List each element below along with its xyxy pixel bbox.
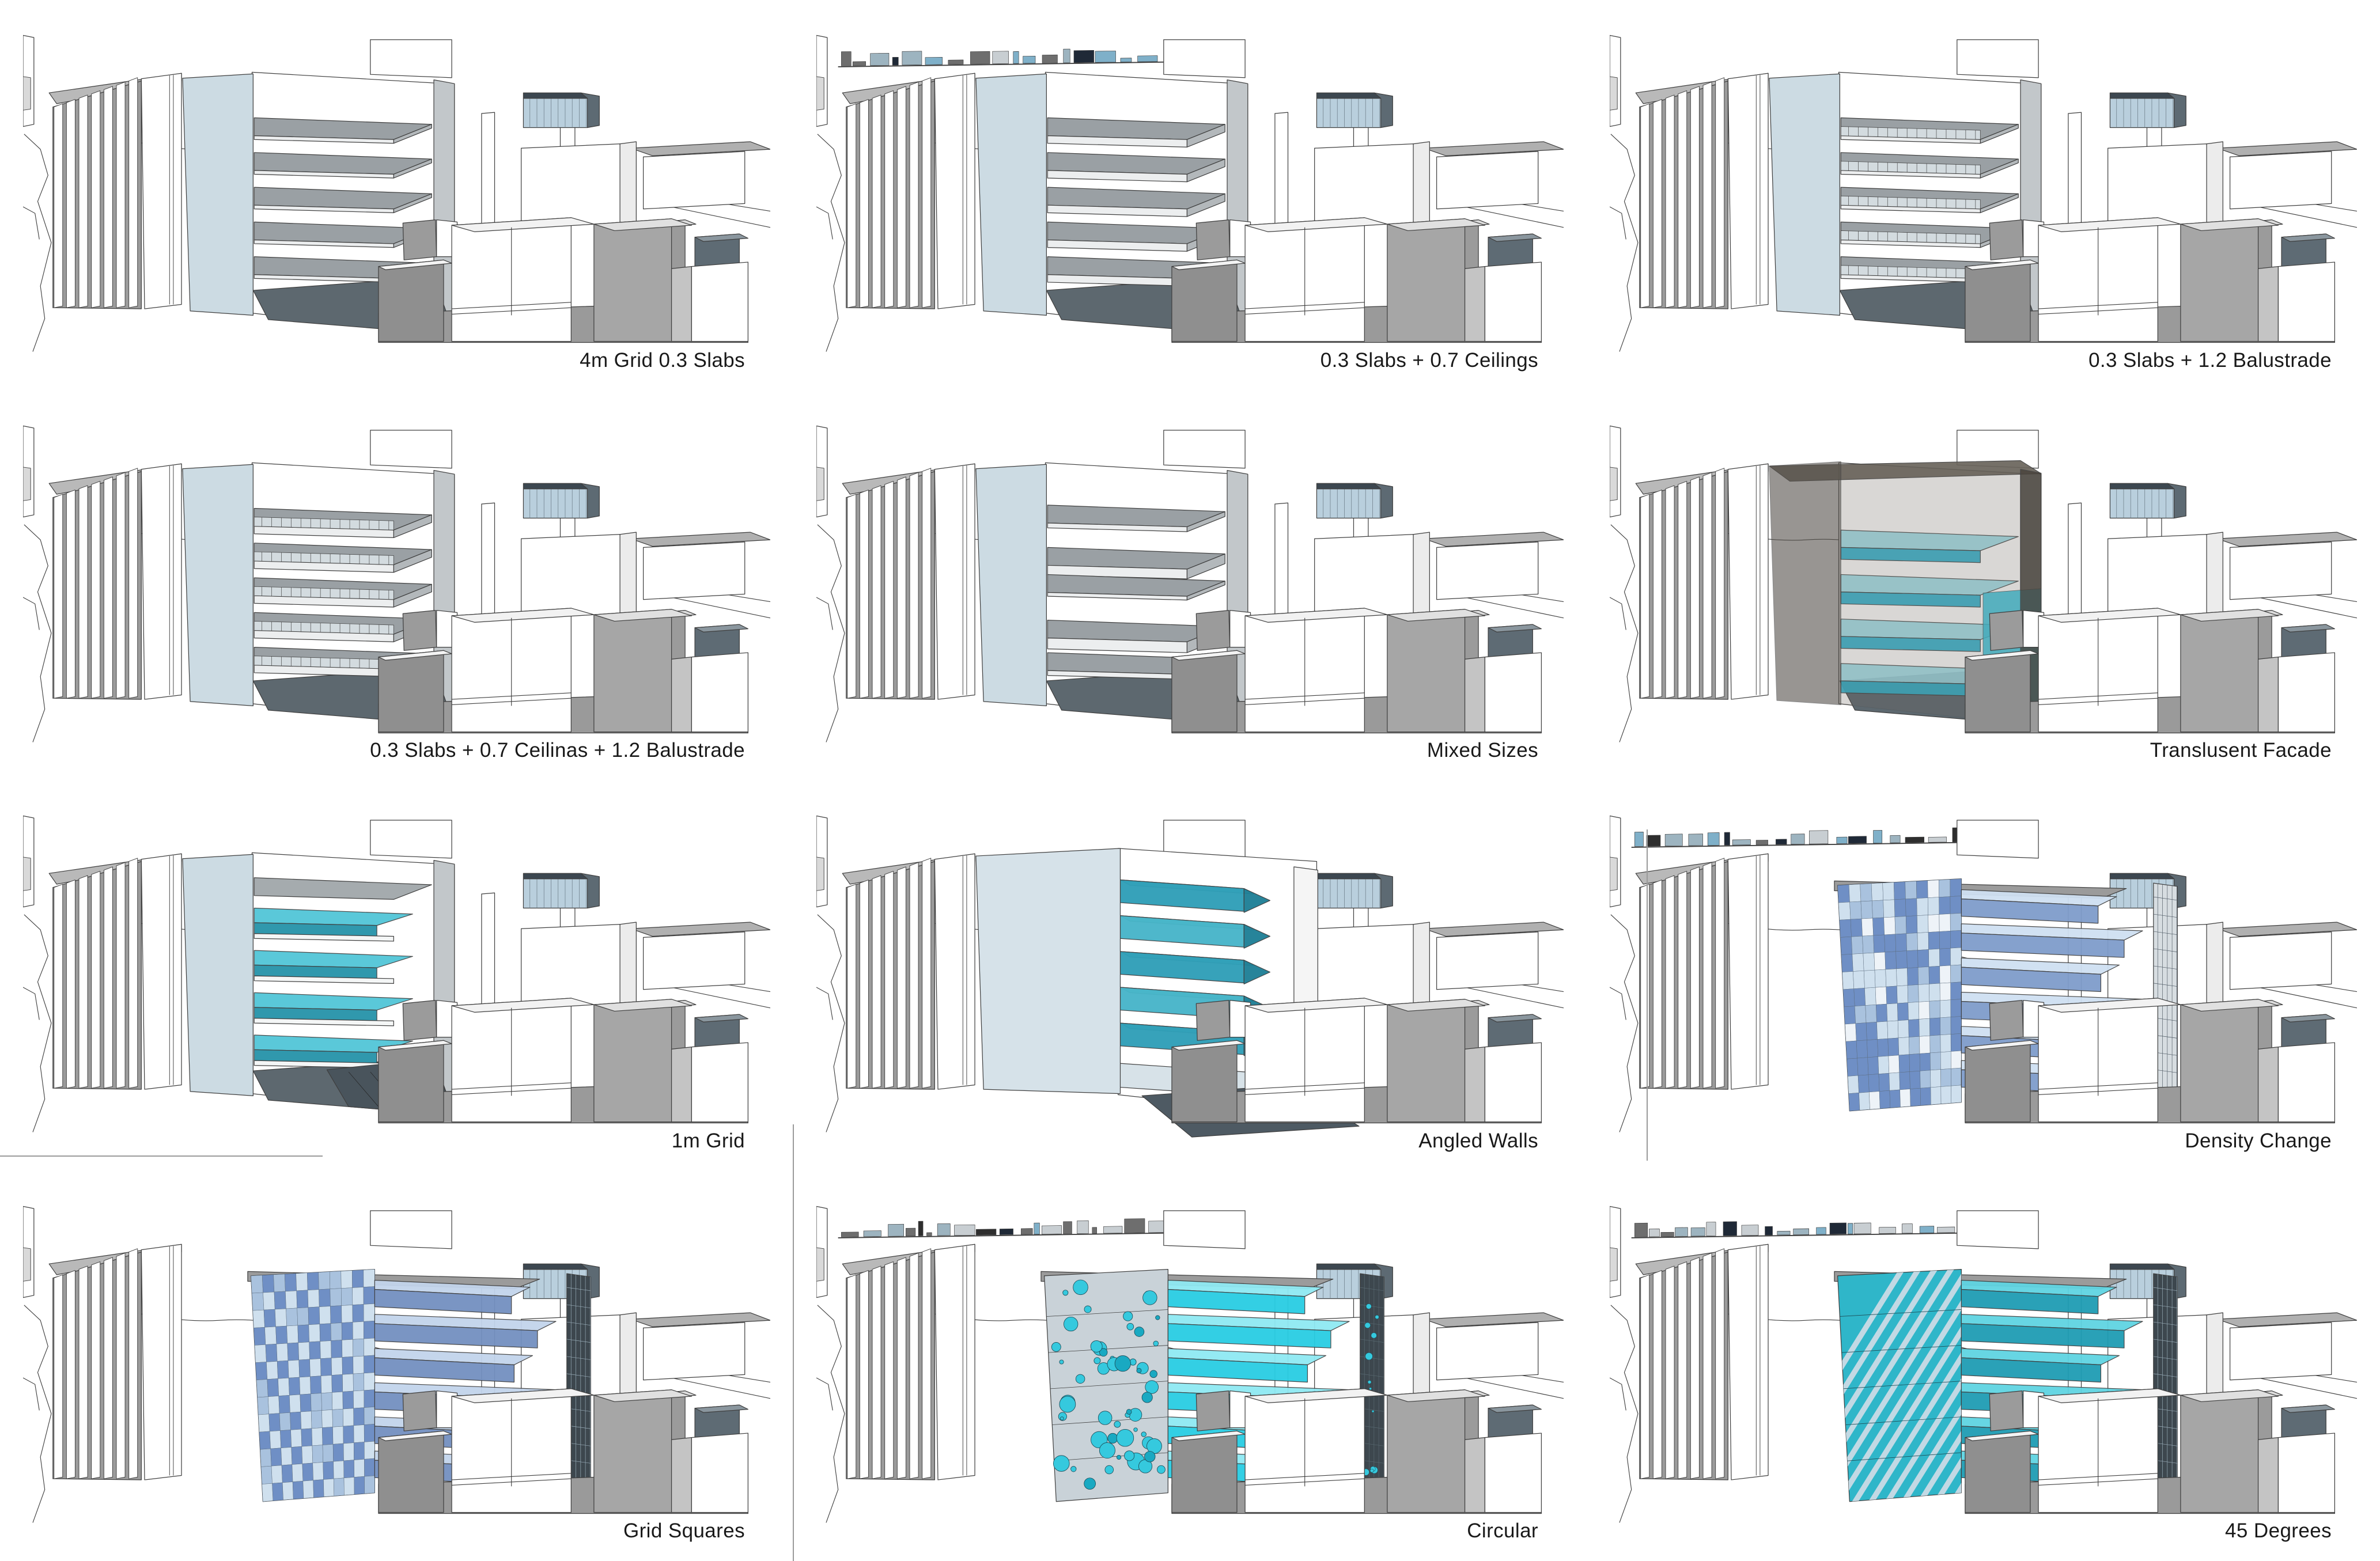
panel-divider-horizontal: [0, 1155, 323, 1157]
panel-caption: 0.3 Slabs + 0.7 Ceilings: [1320, 348, 1538, 372]
panel-caption: Grid Squares: [623, 1520, 745, 1543]
panel-circular: Circular: [816, 1180, 1564, 1552]
panel-translucent-facade: Translusent Facade: [1610, 399, 2357, 771]
massing-render: [1610, 35, 2357, 352]
panel-slabs-balustrade: 0.3 Slabs + 1.2 Balustrade: [1610, 9, 2357, 381]
panel-grid-squares: Grid Squares: [23, 1180, 770, 1552]
massing-render: [1610, 425, 2357, 742]
panel-caption: Density Change: [2185, 1129, 2332, 1152]
massing-render: [1610, 815, 2357, 1132]
panel-caption: 4m Grid 0.3 Slabs: [580, 348, 745, 372]
panel-caption: 1m Grid: [671, 1129, 745, 1152]
panel-mixed-sizes: Mixed Sizes: [816, 399, 1564, 771]
panel-4m-grid-slabs: 4m Grid 0.3 Slabs: [23, 9, 770, 381]
panel-caption: Translusent Facade: [2150, 739, 2332, 762]
massing-render: [816, 35, 1564, 352]
panel-45-degrees: 45 Degrees: [1610, 1180, 2357, 1552]
massing-render: [816, 425, 1564, 742]
panel-density-change: Density Change: [1610, 790, 2357, 1162]
panel-slabs-ceilings: 0.3 Slabs + 0.7 Ceilings: [816, 9, 1564, 381]
panel-divider-vertical: [793, 1124, 794, 1561]
panel-caption: 0.3 Slabs + 1.2 Balustrade: [2088, 348, 2332, 372]
panel-caption: Mixed Sizes: [1427, 739, 1538, 762]
panel-caption: Angled Walls: [1418, 1129, 1538, 1152]
massing-render: [23, 35, 770, 352]
massing-render: [23, 1206, 770, 1523]
panel-divider-vertical: [1647, 829, 1648, 1161]
panel-1m-grid: 1m Grid: [23, 790, 770, 1162]
massing-render: [23, 815, 770, 1132]
panel-angled-walls: Angled Walls: [816, 790, 1564, 1162]
panel-caption: 0.3 Slabs + 0.7 Ceilinas + 1.2 Balustrad…: [370, 739, 745, 762]
panel-caption: Circular: [1467, 1520, 1538, 1543]
massing-render: [816, 815, 1564, 1138]
panel-caption: 45 Degrees: [2225, 1520, 2332, 1543]
massing-render: [816, 1206, 1564, 1523]
massing-render: [23, 425, 770, 742]
panel-slabs-ceilings-balustrade: 0.3 Slabs + 0.7 Ceilinas + 1.2 Balustrad…: [23, 399, 770, 771]
massing-render: [1610, 1206, 2357, 1523]
